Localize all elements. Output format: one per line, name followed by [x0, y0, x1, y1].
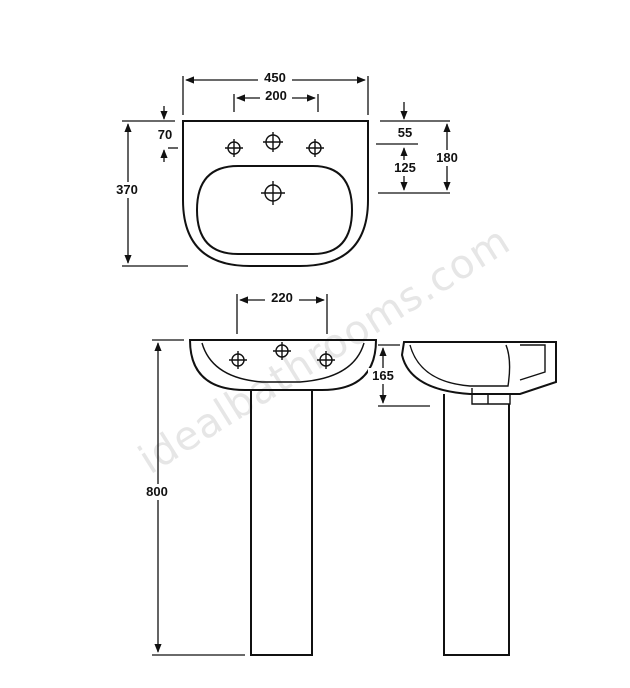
dim-bowl-depth: 165	[372, 368, 394, 383]
dim-top-width: 450	[264, 70, 286, 85]
dim-back-offset: 70	[158, 127, 172, 142]
side-basin	[400, 341, 557, 395]
plan-view: 450 200 370 70 55 125 180	[112, 70, 462, 267]
front-tap-left	[229, 351, 247, 369]
tap-hole-left	[225, 139, 243, 157]
watermark: idealbathrooms.com	[131, 218, 518, 484]
tap-hole-right	[306, 139, 324, 157]
dim-waste-from-tap: 125	[394, 160, 416, 175]
side-trap	[471, 388, 511, 405]
front-tap-center	[273, 342, 291, 360]
dim-total-depth: 370	[116, 182, 138, 197]
side-pedestal	[443, 394, 510, 656]
dim-tap-from-back: 55	[398, 125, 412, 140]
front-view: 220 800	[142, 290, 378, 656]
basin-bowl	[195, 165, 354, 255]
basin-outline	[182, 120, 369, 267]
front-tap-right	[317, 351, 335, 369]
side-back-wall	[519, 344, 546, 381]
front-pedestal	[250, 390, 313, 656]
front-basin	[188, 339, 378, 391]
dim-front-tap-spacing: 220	[271, 290, 293, 305]
side-view: 165	[368, 341, 557, 656]
dim-waste-from-back: 180	[436, 150, 458, 165]
dim-tap-spacing: 200	[265, 88, 287, 103]
side-bowl-inner	[409, 344, 511, 387]
tap-hole-center	[263, 132, 283, 152]
dim-pedestal-height: 800	[146, 484, 168, 499]
front-bowl-rim	[201, 342, 365, 383]
waste-hole	[261, 181, 285, 205]
